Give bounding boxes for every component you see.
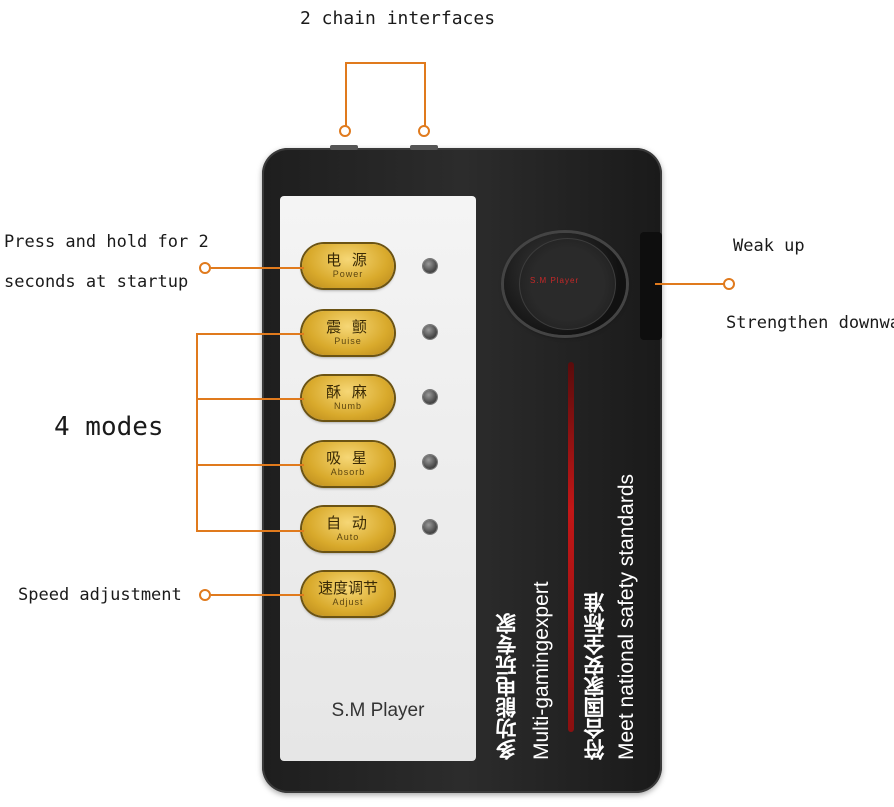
pulse-led (423, 325, 437, 339)
knob-callout-line (655, 283, 725, 285)
weak-up-label: Weak up (733, 236, 805, 256)
press-hold-label-line1: Press and hold for 2 (4, 232, 209, 252)
speed-adjustment-label: Speed adjustment (18, 585, 182, 605)
auto-button-cn: 自 动 (326, 514, 370, 532)
absorb-led (423, 455, 437, 469)
adjust-button-en: Adjust (332, 597, 364, 607)
side-text-cn-1: 多功能电玩专家 (495, 613, 519, 760)
knob-callout-dot (723, 278, 735, 290)
press-hold-label-line2: seconds at startup (4, 272, 189, 292)
side-text-cn-2: 符合国家安全标准 (583, 592, 607, 760)
power-button[interactable]: 电 源 Power (302, 244, 394, 288)
numb-led (423, 390, 437, 404)
modes-bracket-numb (196, 398, 304, 400)
chain-dot-right (418, 125, 430, 137)
pulse-button[interactable]: 震 颤 Puise (302, 311, 394, 355)
side-text-en-1: Multi-gamingexpert (530, 581, 553, 760)
speed-callout-dot (199, 589, 211, 601)
auto-led (423, 520, 437, 534)
chain-interfaces-label: 2 chain interfaces (300, 8, 496, 29)
red-light-bar (568, 362, 574, 732)
speed-callout-line (211, 594, 304, 596)
brand-label: S.M Player (331, 700, 425, 721)
modes-bracket-auto (196, 530, 304, 532)
power-callout-dot (199, 262, 211, 274)
power-callout-line (211, 267, 304, 269)
chain-port-right (410, 145, 438, 150)
adjust-button[interactable]: 速度调节 Adjust (302, 572, 394, 616)
knob-label: S.M Player (530, 276, 580, 285)
auto-button[interactable]: 自 动 Auto (302, 507, 394, 551)
strengthen-downward-label: Strengthen downward (726, 313, 894, 333)
knob-ring (519, 238, 616, 330)
numb-button[interactable]: 酥 麻 Numb (302, 376, 394, 420)
power-led (423, 259, 437, 273)
chain-dot-left (339, 125, 351, 137)
modes-label: 4 modes (54, 412, 164, 442)
side-text-en-2: Meet national safety standards (615, 473, 638, 760)
absorb-button-en: Absorb (330, 467, 366, 477)
pulse-button-en: Puise (334, 336, 362, 346)
chain-bracket-left (345, 62, 347, 126)
absorb-button-cn: 吸 星 (326, 449, 370, 467)
chain-port-left (330, 145, 358, 150)
absorb-button[interactable]: 吸 星 Absorb (302, 442, 394, 486)
modes-bracket-pulse (196, 333, 304, 335)
modes-bracket-vertical (196, 333, 198, 532)
numb-button-en: Numb (333, 401, 362, 411)
power-button-en: Power (332, 269, 364, 279)
modes-bracket-absorb (196, 464, 304, 466)
adjust-button-cn: 速度调节 (317, 579, 378, 597)
chain-bracket-top (345, 62, 426, 64)
power-button-cn: 电 源 (326, 251, 370, 269)
auto-button-en: Auto (336, 532, 360, 542)
knob-side-edge (640, 232, 662, 340)
numb-button-cn: 酥 麻 (326, 383, 370, 401)
chain-bracket-right (424, 62, 426, 126)
pulse-button-cn: 震 颤 (326, 318, 370, 336)
